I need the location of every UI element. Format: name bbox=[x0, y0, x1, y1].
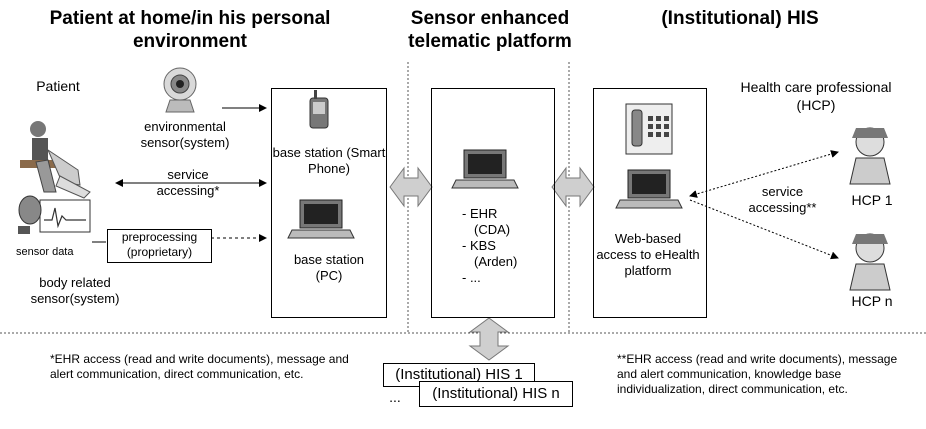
laptop-icon-platform bbox=[451, 149, 519, 189]
hisn-box: (Institutional) HIS n bbox=[419, 381, 573, 407]
preprocessing-label: preprocessing (proprietary) bbox=[121, 230, 198, 259]
header-patient-env: Patient at home/in his personal environm… bbox=[49, 8, 331, 52]
his1-label: (Institutional) HIS 1 bbox=[395, 366, 523, 383]
service-accessing-label: service accessing* bbox=[156, 167, 220, 198]
double-arrow-left bbox=[389, 166, 433, 208]
his-box bbox=[593, 88, 707, 318]
hcp1-figure bbox=[849, 127, 891, 185]
base-station-pc-label: base station (PC) bbox=[293, 252, 365, 283]
patient-figure bbox=[20, 121, 91, 199]
telephone-icon bbox=[625, 103, 673, 155]
header-platform: Sensor enhanced telematic platform bbox=[408, 8, 572, 52]
sensor-data-label: sensor data bbox=[16, 246, 74, 258]
laptop-icon-his bbox=[615, 169, 683, 209]
footnote-hcp: **EHR access (read and write documents),… bbox=[617, 352, 898, 396]
webcam-icon bbox=[163, 67, 197, 113]
hcp-title: Health care professional (HCP) bbox=[740, 79, 892, 113]
patient-label: Patient bbox=[36, 78, 80, 94]
platform-box bbox=[431, 88, 555, 318]
platform-item-arden: (Arden) bbox=[474, 254, 518, 269]
base-station-box bbox=[271, 88, 387, 318]
arrow-hcpn bbox=[689, 199, 839, 260]
hcp1-label: HCP 1 bbox=[851, 192, 893, 208]
web-access-label: Web-based access to eHealth platform bbox=[596, 231, 700, 278]
arrow-hcp1 bbox=[689, 150, 839, 198]
hcpn-figure bbox=[849, 233, 891, 291]
platform-item-ehr: - EHR bbox=[462, 206, 498, 221]
sensor-device-icon bbox=[18, 195, 91, 234]
base-station-smartphone-label: base station (Smart Phone) bbox=[272, 145, 386, 176]
platform-item-more: - ... bbox=[462, 270, 481, 285]
smartphone-icon bbox=[309, 90, 329, 129]
environmental-sensor-label: environmental sensor(system) bbox=[140, 119, 230, 150]
header-his: (Institutional) HIS bbox=[661, 8, 819, 29]
double-arrow-right bbox=[551, 166, 595, 208]
platform-item-cda: (CDA) bbox=[474, 222, 511, 237]
his-ellipsis: ... bbox=[389, 389, 401, 405]
hisn-label: (Institutional) HIS n bbox=[432, 385, 560, 402]
double-arrow-bottom bbox=[468, 317, 510, 361]
preprocessing-box: preprocessing (proprietary) bbox=[107, 229, 212, 263]
body-sensor-label: body related sensor(system) bbox=[30, 275, 120, 306]
hcp-service-accessing-label: service accessing** bbox=[748, 184, 817, 215]
platform-item-kbs: - KBS bbox=[462, 238, 496, 253]
footnote-patient: *EHR access (read and write documents), … bbox=[50, 352, 349, 381]
laptop-icon-pc bbox=[287, 199, 355, 239]
hcpn-label: HCP n bbox=[851, 293, 893, 309]
